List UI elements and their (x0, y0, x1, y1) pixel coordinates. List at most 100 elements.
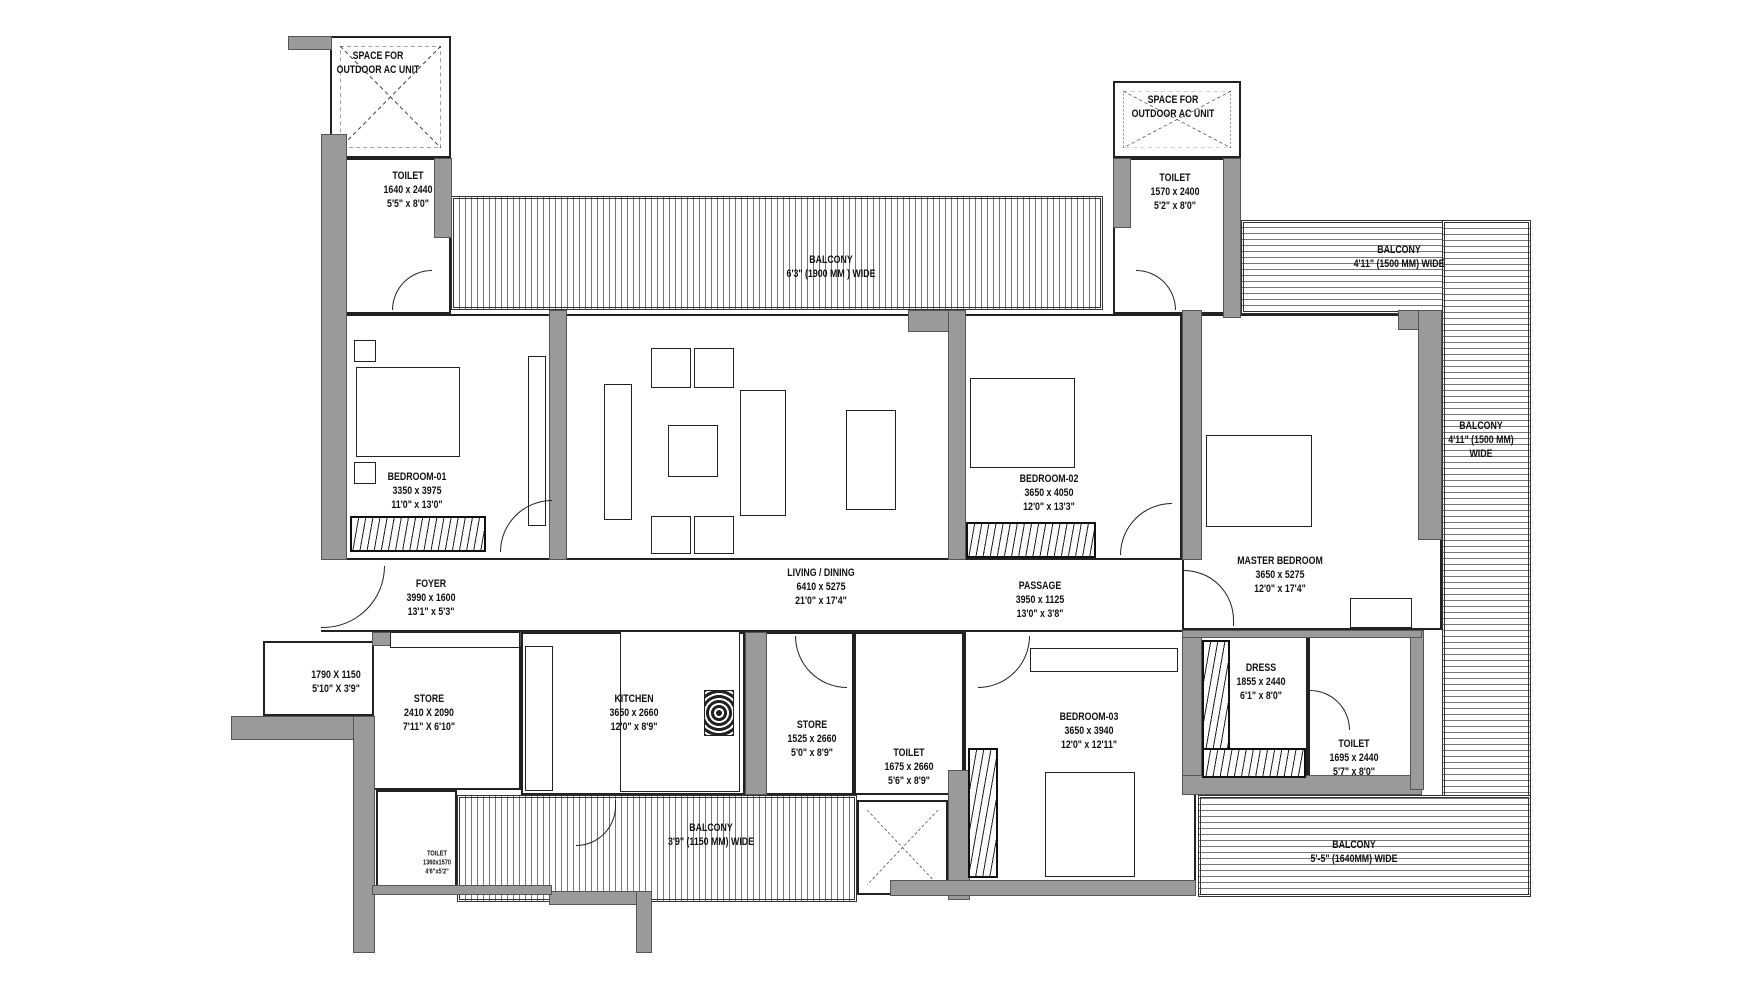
room-imperial: 12'0" x 12'11" (1060, 739, 1118, 751)
room-metric: 2410 X 2090 (404, 707, 454, 719)
cross-icon (340, 46, 441, 148)
balcony-kitchen (457, 795, 857, 902)
room-name: SPACE FOR (352, 50, 404, 62)
wardrobe-bedroom-01 (350, 516, 486, 552)
hob (704, 690, 734, 736)
wall (1418, 310, 1442, 540)
wall (372, 885, 552, 895)
room-metric: 3650 x 4050 (1024, 487, 1074, 499)
bed-master (1206, 435, 1312, 527)
balcony-right-side (1442, 220, 1531, 897)
room-name: DRESS (1245, 662, 1277, 674)
room-label-balcony-right-top: BALCONY 4'11" (1500 MM) WIDE (1354, 243, 1445, 271)
room-metric: 3990 x 1600 (406, 592, 456, 604)
ac-space-right (1113, 81, 1241, 158)
room-imperial: 21'0" x 17'4" (795, 595, 847, 607)
room-name: BEDROOM-02 (1019, 473, 1079, 485)
room-name: MASTER BEDROOM (1237, 555, 1323, 567)
room-metric: 1360x1570 (422, 859, 452, 867)
room-metric: 3650 x 2660 (609, 707, 659, 719)
room-name: BALCONY (1459, 420, 1503, 432)
armchair (651, 348, 691, 388)
room-imperial: 12'0" x 17'4" (1254, 583, 1306, 595)
room-imperial: 7'11" X 6'10" (402, 721, 456, 733)
bed-bedroom-03 (1045, 772, 1135, 877)
wall (1113, 158, 1131, 228)
toilet-small (376, 790, 457, 891)
room-name: BALCONY (1377, 244, 1421, 256)
room-metric: 4'11" (1500 MM) WIDE (1353, 258, 1445, 270)
bedside-table (354, 462, 376, 484)
study-desk (1030, 648, 1178, 672)
room-label-dress: DRESS 1855 x 2440 6'1" x 8'0" (1237, 661, 1286, 703)
room-imperial: 5'2" x 8'0" (1154, 200, 1196, 212)
store-1 (372, 632, 521, 790)
bedside-table (354, 340, 376, 362)
wall (636, 891, 652, 953)
armchair (651, 516, 691, 554)
room-metric: 1525 x 2660 (787, 733, 837, 745)
foyer-passage (321, 558, 1182, 632)
room-metric: 6'3" (1900 MM ) WIDE (786, 268, 876, 280)
room-name: BALCONY (1332, 839, 1376, 851)
wall (353, 716, 375, 953)
room-name: PASSAGE (1018, 580, 1062, 592)
wall (434, 158, 452, 238)
room-sub: OUTDOOR AC UNIT (336, 64, 420, 76)
wall (948, 310, 966, 560)
room-name: BALCONY (689, 822, 733, 834)
shoe-rack (390, 632, 520, 648)
wall (549, 310, 567, 560)
wall-ac-left (288, 36, 332, 50)
balcony-bottom (1198, 795, 1531, 897)
room-metric: 3650 x 3940 (1064, 725, 1114, 737)
balcony-top (451, 196, 1103, 310)
room-name: STORE (413, 693, 445, 705)
room-label-ac-left: SPACE FOR OUTDOOR AC UNIT (337, 49, 420, 77)
room-metric: 1570 x 2400 (1150, 186, 1200, 198)
room-metric: 6410 x 5275 (796, 581, 846, 593)
room-imperial: 6'1" x 8'0" (1240, 690, 1282, 702)
room-sub: OUTDOOR AC UNIT (1131, 108, 1215, 120)
toilet-common (854, 632, 964, 795)
armchair (694, 516, 734, 554)
cross-icon (867, 810, 938, 885)
room-metric: 1855 x 2440 (1236, 676, 1286, 688)
room-imperial: 5'0" x 8'9" (791, 747, 833, 759)
bed-bedroom-02 (970, 378, 1075, 468)
utility (263, 641, 389, 716)
room-name: BEDROOM-01 (387, 471, 447, 483)
wall (1182, 630, 1202, 795)
wall (1410, 630, 1424, 790)
room-imperial: WIDE (1469, 448, 1493, 460)
kitchen-counter (525, 646, 553, 791)
wardrobe-dress-bottom (1202, 748, 1306, 778)
room-imperial: 13'1" x 5'3" (407, 606, 455, 618)
wardrobe-bedroom-03 (968, 748, 998, 878)
room-metric: 1675 x 2660 (884, 761, 934, 773)
room-imperial: 5'10" X 3'9" (312, 683, 360, 695)
wardrobe-dress (1202, 640, 1230, 750)
sofa (740, 390, 786, 516)
room-name: TOILET (1338, 738, 1370, 750)
room-imperial: 5'5" x 8'0" (387, 198, 429, 210)
cross-icon (1123, 91, 1231, 148)
